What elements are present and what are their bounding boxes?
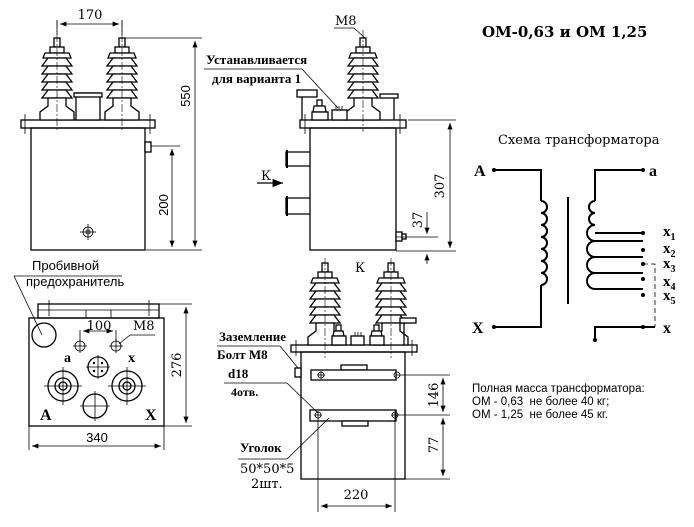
svg-text:x1: x1 [663, 224, 676, 243]
lid-plate [20, 119, 156, 129]
dim-width: 340 [86, 430, 108, 445]
hole-label-line1: d18 [228, 366, 249, 381]
tap-x4: x4 [663, 274, 676, 293]
svg-text:x2: x2 [663, 241, 676, 260]
mass-note-line2: ОМ - 0,63 не более 40 кг; [472, 396, 609, 408]
dim-tank-height: 307 [433, 174, 448, 199]
dim-ground-bolt: 37 [411, 212, 426, 229]
angle-label-line3: 2шт. [251, 477, 283, 492]
front-view: 170 550 200 [20, 8, 202, 251]
side-view: К М8 Устанавливается для варианта 1 307 … [204, 14, 456, 264]
secondary-terminal-top: а [649, 163, 657, 180]
mass-note-line3: ОМ - 1,25 не более 45 кг. [472, 409, 608, 421]
side-tank-body [309, 127, 397, 251]
dim-bracket-hole-spacing: 220 [344, 488, 369, 503]
lower-angle [309, 409, 397, 422]
fuse-label-line2: предохранитель [26, 274, 124, 289]
tap-x3: x3 [663, 256, 676, 275]
drawing-title: ОМ-0,63 и ОМ 1,25 [482, 23, 647, 41]
primary-winding [540, 200, 548, 286]
primary-terminal-bottom: Х [472, 320, 484, 337]
tap-x2: x2 [663, 241, 676, 260]
svg-text:x4: x4 [663, 274, 676, 293]
tap-x1: x1 [663, 224, 676, 243]
dim-hole-spacing: 100 [87, 319, 112, 334]
section-tank-body [300, 351, 406, 480]
dim-terminal-height: 200 [156, 194, 171, 216]
svg-text:x5: x5 [663, 288, 676, 307]
label-m8-top: М8 [133, 319, 155, 334]
hole-label-line2: 4отв. [231, 385, 258, 399]
top-view: Пробивной предохранитель 100 М8 а х [13, 258, 192, 450]
terminal-A: А [40, 407, 52, 424]
terminal-a: а [64, 351, 71, 366]
mass-note: Полная масса трансформатора: ОМ - 0,63 н… [472, 383, 645, 421]
angle-label-line2: 50*50*5 [240, 462, 294, 477]
terminal-x: х [128, 351, 135, 366]
ground-label-line1: Заземление [219, 329, 286, 344]
secondary-winding [588, 200, 596, 226]
fuse-circle [31, 322, 57, 348]
dim-bushing-spacing: 170 [78, 8, 103, 23]
secondary-terminal-bottom: х [663, 320, 671, 337]
dim-lower-bracket: 77 [427, 437, 442, 454]
tank-body [30, 127, 146, 251]
mass-note-line1: Полная масса трансформатора: [472, 383, 645, 395]
dim-total-height: 550 [178, 85, 193, 107]
dim-depth: 276 [170, 353, 185, 378]
section-mark-k-arrow: К [261, 169, 271, 184]
fuse-label-line1: Пробивной [32, 258, 99, 273]
section-mark-k: К [355, 261, 365, 276]
note-installed-line2: для варианта 1 [212, 71, 301, 86]
tap-x5: x5 [663, 288, 676, 307]
angle-label-line1: Уголок [240, 440, 282, 455]
dim-upper-bracket: 146 [427, 383, 442, 408]
svg-text:x3: x3 [663, 256, 676, 275]
schematic-title: Схема трансформатора [498, 133, 660, 148]
terminal-X: Х [145, 407, 157, 424]
section-k-view: К Заземление [217, 258, 450, 512]
note-installed-line1: Устанавливается [206, 52, 307, 67]
primary-terminal-top: А [474, 163, 486, 180]
label-m8-side: М8 [335, 14, 357, 29]
transformer-schematic: Схема трансформатора А Х а х x1 x2 x3 x4 [472, 133, 676, 342]
ground-label-line2: Болт М8 [217, 347, 268, 362]
